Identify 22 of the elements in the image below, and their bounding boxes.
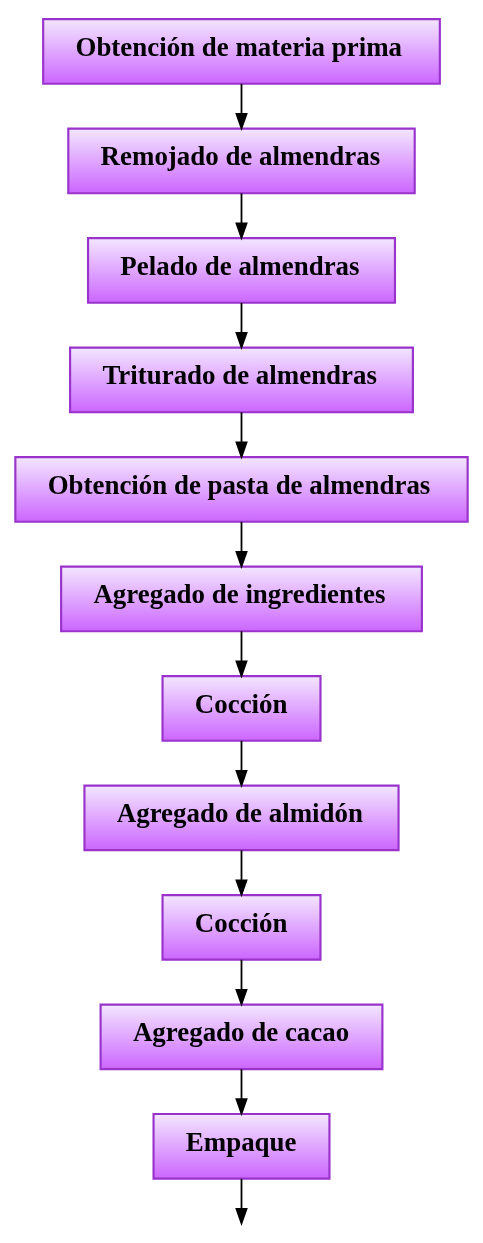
arrow xyxy=(235,848,248,897)
arrow xyxy=(235,629,248,678)
arrow xyxy=(235,411,248,459)
arrow xyxy=(235,520,248,569)
arrow xyxy=(235,1177,248,1226)
node-box: Obtención de materia prima xyxy=(42,17,441,85)
node-box: Agregado de ingredientes xyxy=(60,565,423,632)
arrow xyxy=(235,958,248,1007)
node-box: Agregado de cacao xyxy=(99,1003,384,1070)
node-box: Empaque xyxy=(152,1112,331,1180)
arrow xyxy=(235,82,248,131)
node-box: Obtención de pasta de almendras xyxy=(14,455,469,523)
arrow xyxy=(235,301,248,350)
node-box: Remojado de almendras xyxy=(67,127,416,194)
node-box: Cocción xyxy=(161,893,322,961)
arrow xyxy=(235,192,248,240)
node-box: Cocción xyxy=(161,674,322,742)
node-box: Pelado de almendras xyxy=(86,236,397,304)
arrow xyxy=(235,1067,248,1116)
node-box: Triturado de almendras xyxy=(69,346,414,413)
node-box: Agregado de almidón xyxy=(83,784,400,851)
arrow xyxy=(235,739,248,788)
